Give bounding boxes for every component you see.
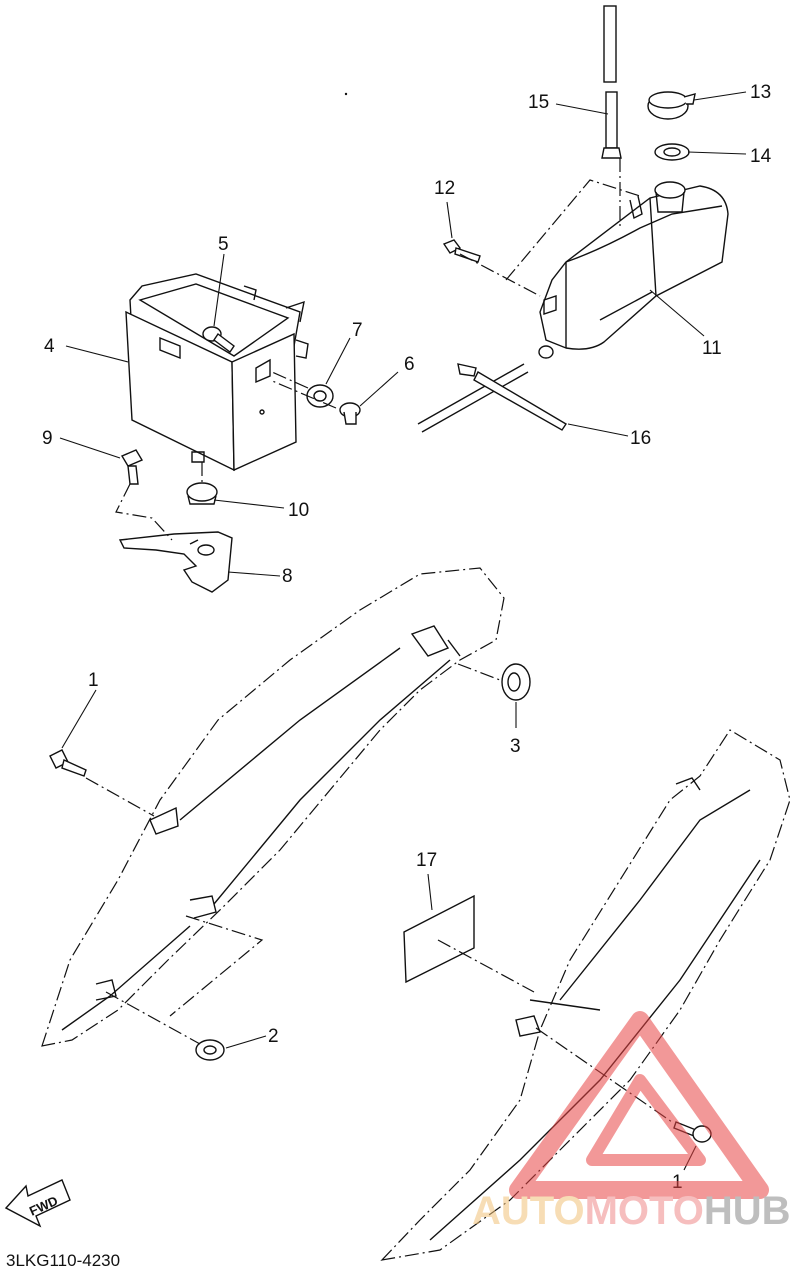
callout-10: 10 (288, 500, 309, 521)
callout-14: 14 (750, 146, 772, 167)
callout-16: 16 (630, 428, 651, 449)
part-1-bolt-left (49, 749, 87, 777)
part-2-grommet (195, 1039, 225, 1061)
part-15-rod (601, 5, 622, 159)
callout-8: 8 (282, 566, 293, 587)
callout-11: 11 (702, 338, 722, 359)
left-side-cover (41, 567, 505, 1047)
part-8-bracket (118, 531, 233, 593)
part-12-bolt (442, 239, 481, 263)
callout-3: 3 (510, 736, 521, 757)
callout-6: 6 (404, 354, 415, 375)
part-14-washer (654, 143, 690, 161)
callout-4: 4 (44, 336, 55, 357)
callout-numbers: 1 1 2 3 4 5 6 7 8 9 10 11 12 13 14 15 16… (42, 82, 772, 1193)
watermark-auto: AUTO (472, 1189, 585, 1233)
callout-13: 13 (750, 82, 771, 103)
speck (344, 92, 348, 96)
diagram-code: 3LKG110-4230 (6, 1251, 120, 1270)
part-13-cap (647, 91, 696, 120)
callout-17: 17 (416, 850, 437, 871)
callout-1-left: 1 (88, 670, 99, 691)
callout-7: 7 (352, 320, 363, 341)
part-4-battery-box (125, 273, 309, 472)
part-3-grommet (501, 663, 531, 701)
right-side-cover (380, 729, 791, 1261)
watermark-moto: MOTO (585, 1189, 704, 1233)
part-17-label (403, 894, 475, 984)
callout-12: 12 (434, 178, 455, 199)
part-10-grommet (186, 482, 218, 505)
part-6-collar (339, 402, 361, 425)
part-5-bolt (202, 326, 235, 354)
part-7-grommet (306, 384, 334, 408)
part-16-hose-and-tie (417, 363, 567, 433)
callout-9: 9 (42, 428, 53, 449)
part-11-reservoir-tank (538, 181, 729, 359)
fwd-arrow: FWD (4, 1179, 71, 1228)
watermark-logo: AUTOMOTOHUB (472, 1011, 791, 1233)
callout-5: 5 (218, 234, 229, 255)
part-9-bolt (120, 449, 144, 485)
svg-text:AUTOMOTOHUB: AUTOMOTOHUB (472, 1189, 791, 1233)
callout-15: 15 (528, 92, 549, 113)
callout-2: 2 (268, 1026, 279, 1047)
watermark-hub: HUB (704, 1189, 791, 1233)
